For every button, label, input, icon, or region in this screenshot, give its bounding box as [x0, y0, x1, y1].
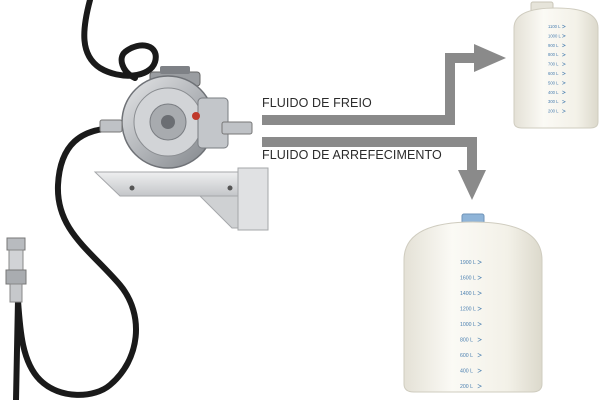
small-tank-marking: 600 L: [548, 71, 559, 76]
large-tank-marking: 1000 L: [460, 322, 476, 328]
brake-fluid-label: FLUIDO DE FREIO: [262, 96, 372, 110]
small-tank-marking: 500 L: [548, 80, 559, 85]
large-tank-marking: 1200 L: [460, 307, 476, 313]
small-tank-marking: 400 L: [548, 90, 559, 95]
large-tank-marking: 600 L: [460, 353, 473, 359]
large-tank-marking: 200 L: [460, 384, 473, 390]
small-tank-marking: 1100 L: [548, 24, 561, 29]
large-tank-marking: 400 L: [460, 369, 473, 375]
large-tank-marking: 1900 L: [460, 260, 476, 266]
small-tank-marking: 900 L: [548, 43, 559, 48]
large-tank-marking: 1600 L: [460, 276, 476, 282]
diaphragm-pump: [100, 66, 252, 168]
small-tank-marking: 800 L: [548, 52, 559, 57]
small-tank: 1100 L 1000 L 900 L 800 L 700 L 600 L 500 L 400…: [514, 2, 598, 128]
hose-group: [16, 0, 156, 400]
small-tank-marking: 200 L: [548, 109, 559, 114]
large-tank-marking: 800 L: [460, 338, 473, 344]
suction-hose: [18, 128, 136, 395]
small-tank-marking: 1000 L: [548, 33, 561, 38]
small-tank-marking: 700 L: [548, 62, 559, 67]
large-tank-marking: 1400 L: [460, 291, 476, 297]
suction-fitting: [6, 238, 26, 302]
mounting-bracket: [95, 168, 268, 230]
coolant-label: FLUIDO DE ARREFECIMENTO: [262, 148, 442, 162]
small-tank-marking: 300 L: [548, 99, 559, 104]
large-tank: 1900 L 1600 L 1400 L 1200 L 1000 L 800 L 600 L…: [404, 214, 542, 392]
suction-hose-tail: [16, 300, 18, 400]
upper-hose: [84, 0, 156, 78]
